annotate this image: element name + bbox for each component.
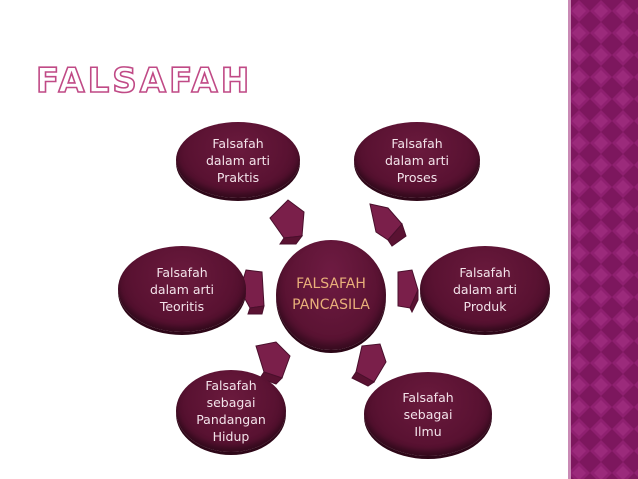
node-ilmu: Falsafah sebagai Ilmu xyxy=(364,372,492,456)
node-proses: Falsafah dalam arti Proses xyxy=(354,122,480,198)
arrow-praktis xyxy=(269,199,305,245)
decorative-sidebar xyxy=(568,0,638,479)
node-ilmu-label: Falsafah sebagai Ilmu xyxy=(402,389,454,439)
node-pandangan-label: Falsafah sebagai Pandangan Hidup xyxy=(196,378,266,444)
node-proses-label: Falsafah dalam arti Proses xyxy=(384,135,450,185)
node-teoritis: Falsafah dalam arti Teoritis xyxy=(118,246,246,332)
arrow-pandangan xyxy=(255,341,291,385)
node-praktis-label: Falsafah dalam arti Praktis xyxy=(205,135,271,185)
arrow-proses xyxy=(369,203,407,247)
node-praktis: Falsafah dalam arti Praktis xyxy=(176,122,300,198)
node-produk-label: Falsafah dalam arti Produk xyxy=(452,264,518,314)
arrow-produk xyxy=(397,269,419,314)
node-produk: Falsafah dalam arti Produk xyxy=(420,246,550,332)
page-title: FALSAFAH xyxy=(35,61,253,101)
arrow-ilmu xyxy=(351,343,387,387)
node-teoritis-label: Falsafah dalam arti Teoritis xyxy=(149,264,215,314)
node-center-pancasila: FALSAFAH PANCASILA xyxy=(276,240,386,350)
center-label: FALSAFAH PANCASILA xyxy=(292,276,370,313)
arrow-teoritis xyxy=(239,269,265,315)
node-pandangan-hidup: Falsafah sebagai Pandangan Hidup xyxy=(176,370,286,452)
